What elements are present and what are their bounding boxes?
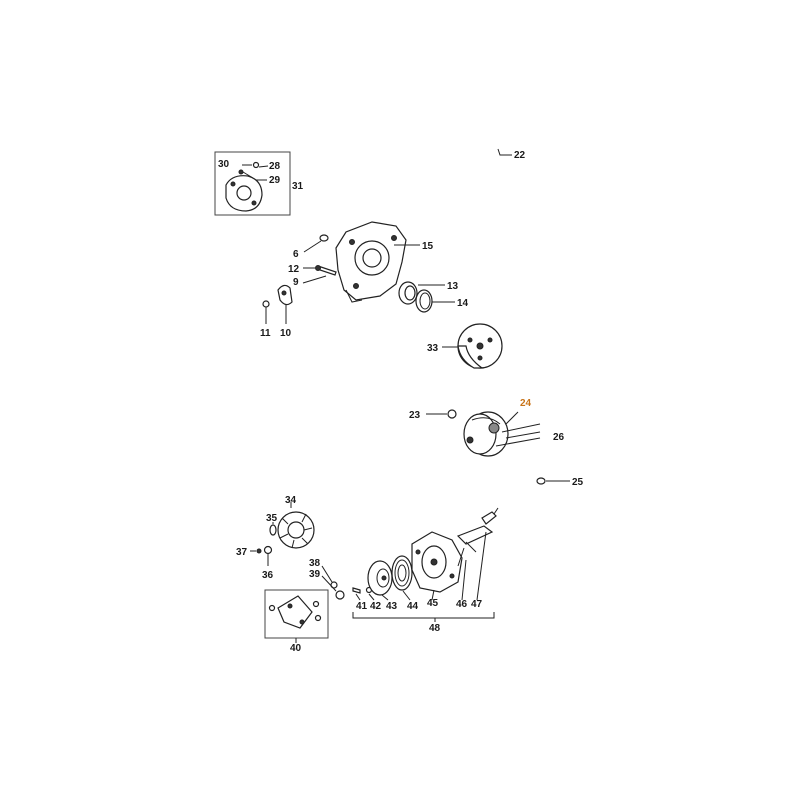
key-35 xyxy=(269,524,277,536)
handle-46 xyxy=(456,525,494,545)
part-13-14: 13 14 xyxy=(398,281,469,313)
label-23: 23 xyxy=(409,410,421,421)
screw-28 xyxy=(252,161,260,169)
label-42: 42 xyxy=(370,601,382,612)
label-47: 47 xyxy=(471,599,483,610)
label-48: 48 xyxy=(429,623,441,634)
nut-36 xyxy=(263,545,273,555)
washer-25 xyxy=(536,477,546,485)
label-33: 33 xyxy=(427,343,439,354)
label-14: 14 xyxy=(457,298,469,309)
label-35: 35 xyxy=(266,513,278,524)
part-24-26-clutch: 26 24 23 xyxy=(409,398,565,457)
part-6: 6 xyxy=(293,234,329,260)
ignition-module xyxy=(277,595,313,629)
label-44: 44 xyxy=(407,601,419,612)
part-11-10: 10 11 xyxy=(260,284,293,339)
label-38: 38 xyxy=(309,558,321,569)
bracket-48 xyxy=(352,612,495,619)
part-22-callout: 22 xyxy=(497,148,526,161)
part-38-39: 38 39 xyxy=(309,558,345,600)
label-9: 9 xyxy=(293,277,299,288)
clip-6 xyxy=(319,234,329,242)
label-43: 43 xyxy=(386,601,398,612)
label-24: 24 xyxy=(520,398,532,409)
label-10: 10 xyxy=(280,328,292,339)
pulley-43 xyxy=(367,560,393,596)
part-34-flywheel: 34 35 36 37 xyxy=(236,495,315,581)
label-11: 11 xyxy=(260,328,271,339)
part-33-drum: 33 xyxy=(427,323,503,369)
label-40: 40 xyxy=(290,643,302,654)
label-28: 28 xyxy=(269,161,281,172)
part-15-crankcase: 15 xyxy=(335,221,434,303)
assembly-box-31 xyxy=(214,151,291,216)
label-46: 46 xyxy=(456,599,468,610)
label-29: 29 xyxy=(269,175,281,186)
label-15: 15 xyxy=(422,241,434,252)
part-25: 25 xyxy=(536,477,584,488)
part-40-assembly: 40 xyxy=(264,589,329,654)
part-12-9: 12 9 xyxy=(288,264,337,288)
screw-41 xyxy=(352,587,361,594)
label-41: 41 xyxy=(356,601,368,612)
grip-47 xyxy=(481,511,497,525)
part-48-starter-assembly: 41 42 43 44 45 46 47 48 xyxy=(352,507,499,634)
label-34: 34 xyxy=(285,495,297,506)
pin-30 xyxy=(238,169,244,175)
screw-23 xyxy=(447,409,457,419)
label-25: 25 xyxy=(572,477,584,488)
label-26: 26 xyxy=(553,432,565,443)
washer-39 xyxy=(335,590,345,600)
label-30: 30 xyxy=(218,159,230,170)
label-13: 13 xyxy=(447,281,459,292)
label-36: 36 xyxy=(262,570,274,581)
screw-11 xyxy=(262,300,270,308)
label-22: 22 xyxy=(514,150,526,161)
label-12: 12 xyxy=(288,264,300,275)
circlip-14 xyxy=(415,289,433,313)
label-45: 45 xyxy=(427,598,439,609)
label-31: 31 xyxy=(292,181,304,192)
label-39: 39 xyxy=(309,569,321,580)
label-37: 37 xyxy=(236,547,248,558)
part-31-assembly: 30 28 29 31 xyxy=(214,151,304,216)
cover-boss xyxy=(236,185,252,201)
washer-37 xyxy=(256,548,262,554)
label-6: 6 xyxy=(293,249,299,260)
